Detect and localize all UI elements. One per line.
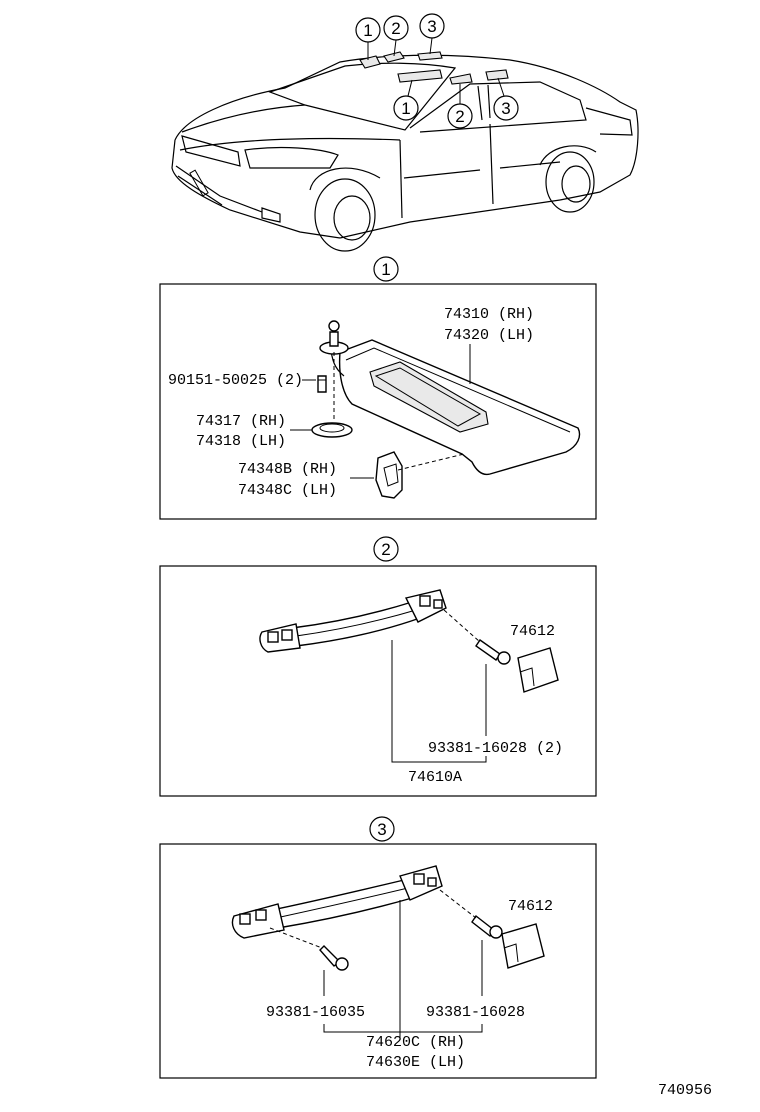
svg-text:74320 (LH): 74320 (LH) [444, 327, 534, 344]
label-grip3-screw-left: 93381-16035 [266, 970, 365, 1021]
section-3-callout: 3 [369, 816, 395, 842]
svg-text:2: 2 [391, 19, 400, 38]
label-grip2: 74610A [391, 640, 487, 786]
label-grip2-cap: 74612 [510, 623, 555, 640]
diagram-code: 740956 [658, 1082, 712, 1099]
section-2-frame [159, 565, 597, 797]
svg-text:74348B (RH): 74348B (RH) [238, 461, 337, 478]
svg-text:93381-16028 (2): 93381-16028 (2) [428, 740, 563, 757]
svg-text:74630E (LH): 74630E (LH) [366, 1054, 465, 1071]
svg-text:74310 (RH): 74310 (RH) [444, 306, 534, 323]
svg-text:74612: 74612 [510, 623, 555, 640]
svg-text:74318 (LH): 74318 (LH) [196, 433, 286, 450]
svg-text:3: 3 [377, 820, 386, 839]
label-visor-screw: 90151-50025 (2) [168, 372, 316, 389]
overview-callout-3-top: 3 [419, 13, 445, 39]
section-1-frame [159, 283, 597, 520]
svg-text:3: 3 [501, 99, 510, 118]
assist-grip-2-illustration [259, 589, 559, 693]
svg-text:3: 3 [427, 17, 436, 36]
label-grip3: 74620C (RH) 74630E (LH) [323, 900, 483, 1071]
label-grip3-screw-right: 93381-16028 [426, 940, 525, 1021]
sun-visor-illustration [311, 320, 581, 499]
label-grip3-cap: 74612 [508, 898, 553, 915]
overview-callout-3-bottom: 3 [493, 95, 519, 121]
label-grip2-screw: 93381-16028 (2) [428, 664, 563, 757]
overview-callout-1-bottom: 1 [393, 95, 419, 121]
svg-text:74348C (LH): 74348C (LH) [238, 482, 337, 499]
label-visor-holder: 74348B (RH) 74348C (LH) [238, 461, 374, 499]
svg-text:1: 1 [401, 99, 410, 118]
svg-text:2: 2 [381, 540, 390, 559]
label-visor: 74310 (RH) 74320 (LH) [444, 306, 534, 384]
overview-callout-2-bottom: 2 [447, 103, 473, 129]
svg-text:74612: 74612 [508, 898, 553, 915]
svg-text:1: 1 [363, 21, 372, 40]
overview-callout-1-top: 1 [355, 17, 381, 43]
svg-text:2: 2 [455, 107, 464, 126]
svg-text:90151-50025 (2): 90151-50025 (2) [168, 372, 303, 389]
assist-grip-3-illustration [231, 865, 545, 971]
svg-text:93381-16028: 93381-16028 [426, 1004, 525, 1021]
svg-text:74620C (RH): 74620C (RH) [366, 1034, 465, 1051]
label-visor-cover: 74317 (RH) 74318 (LH) [196, 413, 312, 450]
overview-callout-2-top: 2 [383, 15, 409, 41]
car-overview-illustration [171, 37, 639, 252]
svg-text:93381-16035: 93381-16035 [266, 1004, 365, 1021]
svg-text:74317 (RH): 74317 (RH) [196, 413, 286, 430]
section-1-callout: 1 [373, 256, 399, 282]
section-2-callout: 2 [373, 536, 399, 562]
section-3-frame [159, 843, 597, 1079]
svg-text:1: 1 [381, 260, 390, 279]
svg-text:74610A: 74610A [408, 769, 462, 786]
